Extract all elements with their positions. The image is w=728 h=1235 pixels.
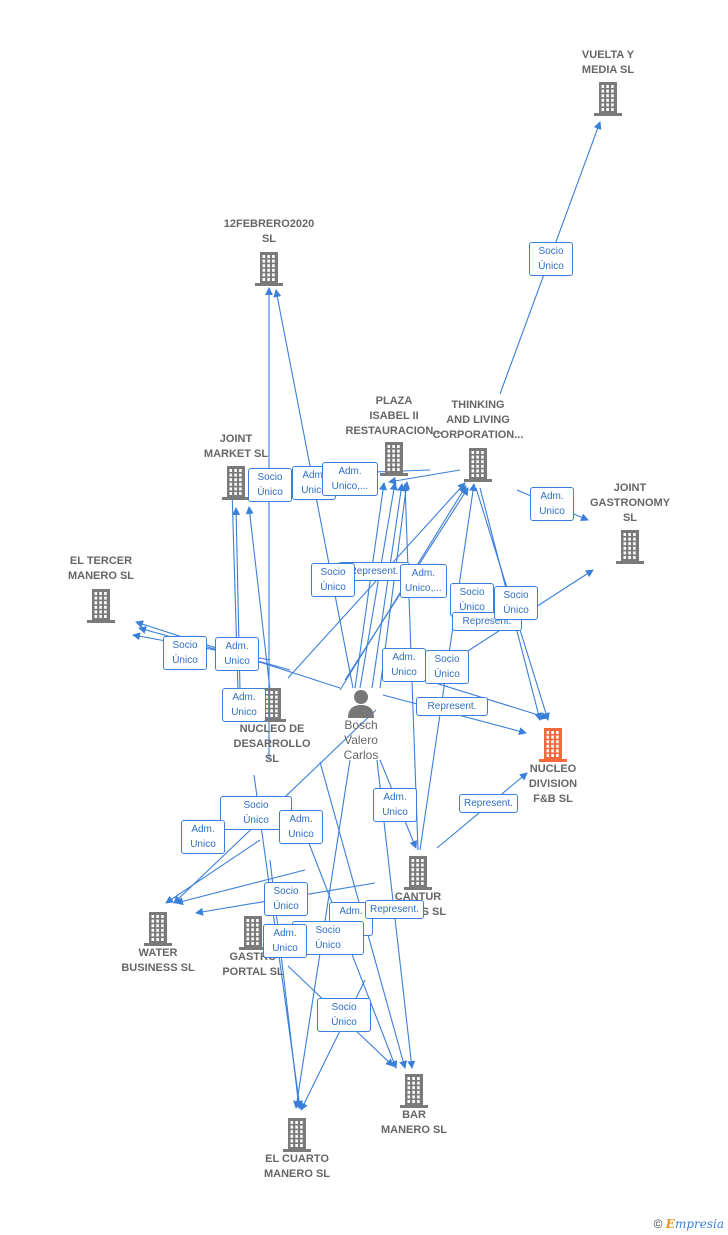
- relation-label[interactable]: Adm. Unico,...: [400, 564, 447, 598]
- relation-label[interactable]: Adm. Unico: [382, 648, 426, 682]
- relation-label[interactable]: Represent.: [365, 900, 424, 919]
- company-label: WATER BUSINESS SL: [121, 947, 195, 974]
- relation-label[interactable]: Adm. Unico: [181, 820, 225, 854]
- relation-label[interactable]: Adm. Unico: [222, 688, 266, 722]
- relation-edge: [138, 626, 291, 671]
- building-icon: [212, 688, 332, 722]
- company-node-thinking[interactable]: THINKING AND LIVING CORPORATION...: [418, 398, 538, 443]
- company-label: EL CUARTO MANERO SL: [264, 1153, 330, 1180]
- company-node-jmarket[interactable]: JOINT MARKET SL: [176, 432, 296, 462]
- relation-label[interactable]: Socio Único: [450, 583, 494, 617]
- relation-edge: [354, 482, 387, 689]
- relation-label[interactable]: Adm. Unico: [373, 788, 417, 822]
- company-label: JOINT MARKET SL: [203, 433, 269, 460]
- relation-label[interactable]: Adm. Unico: [215, 637, 259, 671]
- relation-edge: [359, 482, 398, 689]
- building-icon: [176, 466, 296, 500]
- company-label: PLAZA ISABEL II RESTAURACION...: [345, 395, 443, 437]
- relation-label[interactable]: Socio Único: [317, 998, 371, 1032]
- building-icon: [354, 1074, 474, 1108]
- building-icon: [209, 252, 329, 286]
- company-node-nucleo_des[interactable]: NUCLEO DE DESARROLLO SL: [212, 688, 332, 767]
- company-label: NUCLEO DE DESARROLLO SL: [233, 723, 311, 765]
- relation-label[interactable]: Socio Único: [264, 882, 308, 916]
- relation-label[interactable]: Socio Único: [311, 563, 355, 597]
- relation-label[interactable]: Adm. Unico,...: [322, 462, 378, 496]
- brand-logo: © Empresia: [654, 1217, 724, 1231]
- relation-label[interactable]: Socio Único: [163, 636, 207, 670]
- relation-label[interactable]: Represent.: [459, 794, 518, 813]
- company-node-jgastro[interactable]: JOINT GASTRONOMY SL: [570, 481, 690, 526]
- building-icon: [334, 442, 454, 476]
- relation-label[interactable]: Adm. Unico: [279, 810, 323, 844]
- company-label: THINKING AND LIVING CORPORATION...: [432, 399, 524, 441]
- company-label: JOINT GASTRONOMY SL: [589, 482, 671, 524]
- copyright-mark: ©: [653, 1217, 663, 1231]
- company-node-plaza[interactable]: PLAZA ISABEL II RESTAURACION...: [334, 394, 454, 439]
- relation-edge: [388, 469, 461, 485]
- company-label: VUELTA Y MEDIA SL: [581, 49, 635, 76]
- person-name: Bosch Valero Carlos: [343, 718, 379, 762]
- relation-label[interactable]: Adm. Unico: [263, 924, 307, 958]
- building-icon: [193, 916, 313, 950]
- company-node-doce[interactable]: 12FEBRERO2020 SL: [209, 217, 329, 247]
- relation-label[interactable]: Socio Único: [425, 650, 469, 684]
- company-node-nucleo_div[interactable]: NUCLEO DIVISION F&B SL: [493, 728, 613, 807]
- relation-label[interactable]: Adm. Unico: [530, 487, 574, 521]
- building-icon: [493, 728, 613, 762]
- building-icon: [570, 530, 690, 564]
- company-label: 12FEBRERO2020 SL: [223, 218, 315, 245]
- company-node-vuelta[interactable]: VUELTA Y MEDIA SL: [548, 48, 668, 78]
- building-icon: [237, 1118, 357, 1152]
- company-label: EL TERCER MANERO SL: [68, 555, 134, 582]
- building-icon: [358, 856, 478, 890]
- relation-label[interactable]: Represent.: [416, 697, 488, 716]
- company-node-tercer[interactable]: EL TERCER MANERO SL: [41, 554, 161, 584]
- relation-edge: [175, 869, 306, 906]
- person-node[interactable]: Bosch Valero Carlos: [326, 688, 396, 763]
- relation-edge: [165, 839, 261, 904]
- relation-label[interactable]: Socio Único: [248, 468, 292, 502]
- company-label: BAR MANERO SL: [381, 1109, 447, 1136]
- building-icon: [548, 82, 668, 116]
- building-icon: [418, 448, 538, 482]
- relation-label[interactable]: Socio Único: [494, 586, 538, 620]
- building-icon: [41, 589, 161, 623]
- brand-initial: E: [665, 1217, 675, 1231]
- brand-name: mpresia: [674, 1217, 724, 1231]
- company-node-cuarto[interactable]: EL CUARTO MANERO SL: [237, 1118, 357, 1182]
- company-node-water[interactable]: WATER BUSINESS SL: [98, 912, 218, 976]
- relation-edge: [371, 483, 405, 689]
- company-label: NUCLEO DIVISION F&B SL: [528, 763, 578, 805]
- building-icon: [98, 912, 218, 946]
- company-node-bar[interactable]: BAR MANERO SL: [354, 1074, 474, 1138]
- relation-label[interactable]: Socio Único: [529, 242, 573, 276]
- person-icon: [348, 690, 374, 718]
